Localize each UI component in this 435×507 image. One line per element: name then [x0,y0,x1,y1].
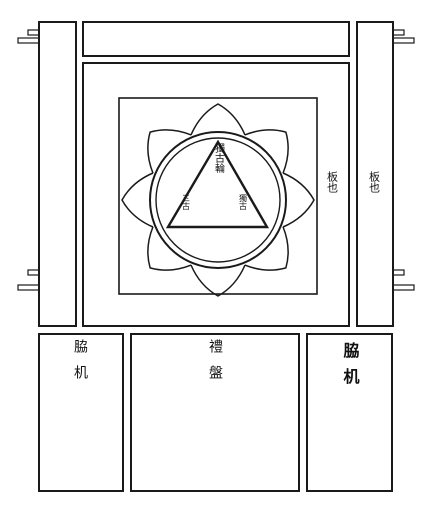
top-board [82,21,350,57]
label-bottom-left: 脇机 [72,339,88,391]
label-bottom-center: 禮盤 [207,339,223,391]
label-triangle-top: 獨古輪 [213,143,225,174]
main-altar-frame [82,62,350,327]
triangle-icon [165,139,270,229]
double-circle-icon [149,131,287,269]
inner-altar-square [118,97,318,295]
bottom-left-table [38,333,124,492]
bottom-center-table [130,333,300,492]
eight-petal-lotus-icon [121,103,315,297]
left-side-board [17,21,77,327]
label-triangle-right: 獨古 [239,194,248,211]
label-bottom-right: 脇机 [341,341,360,394]
right-side-board [356,21,415,327]
label-triangle-left: 三古 [182,194,191,211]
bottom-right-table [306,333,393,492]
label-right-inner: 板也 [326,170,339,193]
label-right-outer: 板也 [368,170,381,193]
